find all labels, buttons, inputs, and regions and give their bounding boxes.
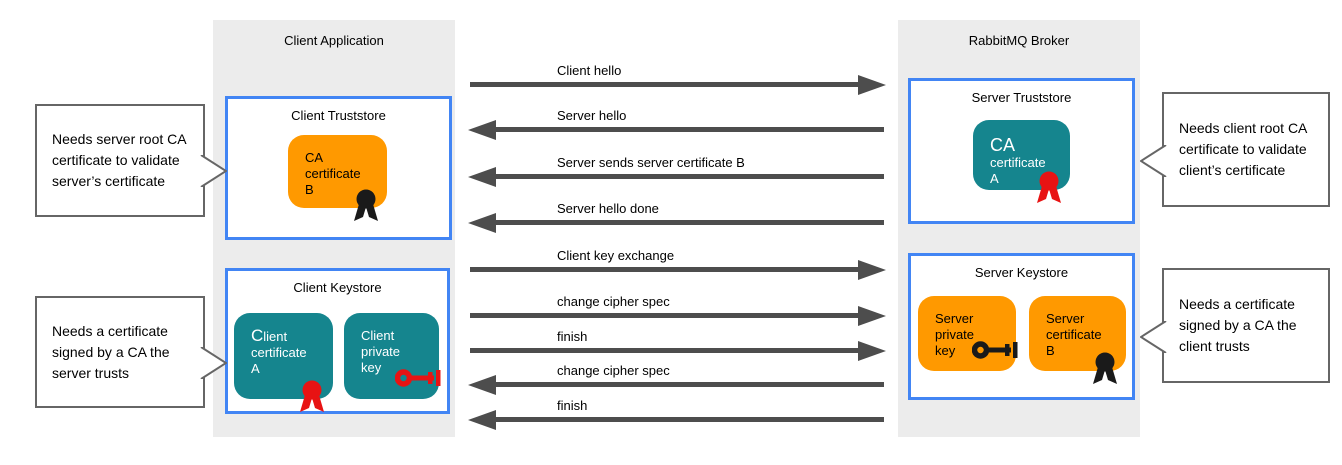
message-label: Client hello (557, 63, 622, 78)
message-label: change cipher spec (557, 294, 670, 309)
server-truststore-title: Server Truststore (971, 90, 1072, 105)
callout-tail-icon (200, 155, 227, 188)
message-arrowhead-icon (858, 306, 886, 326)
certificate-ribbon-icon (299, 380, 325, 414)
message-arrow-line (496, 220, 884, 225)
message-arrowhead-icon (468, 213, 496, 233)
callout-tail-icon (200, 346, 227, 379)
message-arrow-line (496, 127, 884, 132)
message-label: Server hello done (557, 201, 659, 216)
message-arrowhead-icon (468, 120, 496, 140)
message-arrow-line (496, 382, 884, 387)
message-arrow-line (496, 174, 884, 179)
callout-client-keystore-note: Needs a certificate signed by a CA the s… (35, 296, 227, 408)
message-arrowhead-icon (858, 341, 886, 361)
callout-tail-icon (1140, 320, 1167, 353)
message-arrow-line (470, 267, 858, 272)
callout-text: Needs client root CA certificate to vali… (1179, 120, 1307, 178)
client-application-title: Client Application (284, 33, 384, 48)
certificate-ribbon-icon (1036, 171, 1062, 205)
message-arrowhead-icon (468, 410, 496, 430)
message-label: change cipher spec (557, 363, 670, 378)
message-arrow-line (496, 417, 884, 422)
certificate-ribbon-icon (1092, 352, 1118, 386)
message-label: finish (557, 329, 588, 344)
message-arrow-line (470, 348, 858, 353)
message-arrowhead-icon (468, 375, 496, 395)
message-label: Client key exchange (557, 248, 675, 263)
client-truststore-title: Client Truststore (291, 108, 386, 123)
server-keystore-title: Server Keystore (974, 265, 1069, 280)
client-keystore-title: Client Keystore (293, 280, 382, 295)
message-arrow-line (470, 82, 858, 87)
message-arrow-line (470, 313, 858, 318)
message-label: Server hello (557, 108, 627, 123)
callout-server-keystore-note: Needs a certificate signed by a CA the c… (1140, 268, 1330, 383)
message-arrowhead-icon (858, 75, 886, 95)
callout-tail-icon (1140, 144, 1167, 177)
message-arrowhead-icon (858, 260, 886, 280)
callout-client-truststore-note: Needs server root CA certificate to vali… (35, 104, 227, 217)
message-label: finish (557, 398, 588, 413)
key-icon (971, 339, 1020, 361)
callout-text: Needs server root CA certificate to vali… (52, 131, 186, 189)
callout-text: Needs a certificate signed by a CA the c… (1179, 296, 1297, 354)
message-arrowhead-icon (468, 167, 496, 187)
callout-text: Needs a certificate signed by a CA the s… (52, 322, 170, 381)
certificate-ribbon-icon (353, 189, 379, 223)
callout-server-truststore-note: Needs client root CA certificate to vali… (1140, 92, 1330, 207)
key-icon (394, 367, 443, 389)
rabbitmq-broker-title: RabbitMQ Broker (968, 33, 1070, 48)
message-label: Server sends server certificate B (557, 155, 745, 170)
